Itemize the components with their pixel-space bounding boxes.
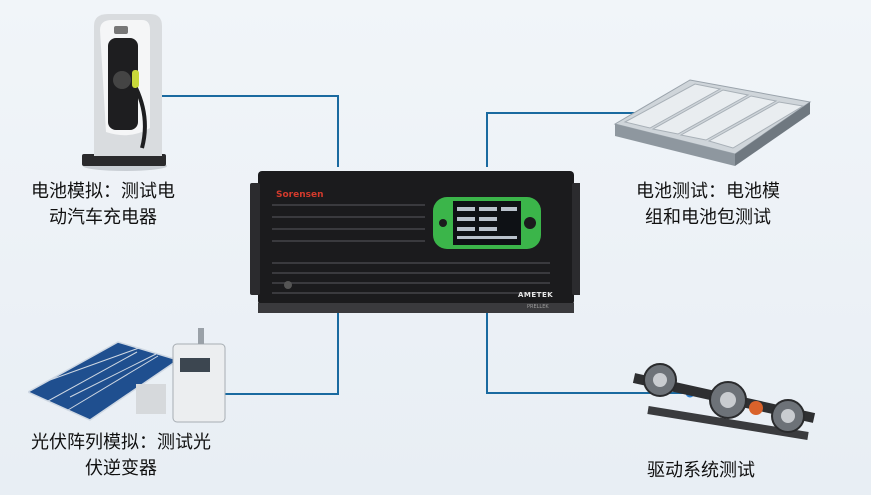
label-pv-simulation: 光伏阵列模拟：测试光 伏逆变器 (31, 430, 211, 482)
connector-battery (486, 112, 655, 167)
label-line: 电池模拟：测试电 (31, 181, 175, 202)
label-battery-simulation: 电池模拟：测试电 动汽车充电器 (31, 179, 175, 231)
device-brand: Sorensen (276, 190, 324, 200)
device-maker: AMETEK (518, 291, 554, 299)
drive-system-image (632, 363, 816, 440)
ev-charger-image (82, 14, 167, 171)
connector-charger (155, 95, 339, 167)
connector-drive (486, 310, 690, 394)
label-line: 伏逆变器 (85, 458, 157, 479)
label-line: 驱动系统测试 (647, 460, 755, 481)
label-line: 动汽车充电器 (49, 207, 157, 228)
connector-solar (195, 310, 339, 395)
device-sub-brand: PRELLEK (527, 304, 549, 310)
label-battery-testing: 电池测试：电池模 组和电池包测试 (636, 179, 780, 231)
label-drive-system: 驱动系统测试 (647, 458, 755, 484)
label-line: 光伏阵列模拟：测试光 (31, 432, 211, 453)
battery-module-image (613, 79, 812, 166)
power-supply-device (250, 171, 580, 313)
label-line: 电池测试：电池模 (636, 181, 780, 202)
solar-inverter-image (28, 328, 226, 423)
label-line: 组和电池包测试 (645, 207, 771, 228)
